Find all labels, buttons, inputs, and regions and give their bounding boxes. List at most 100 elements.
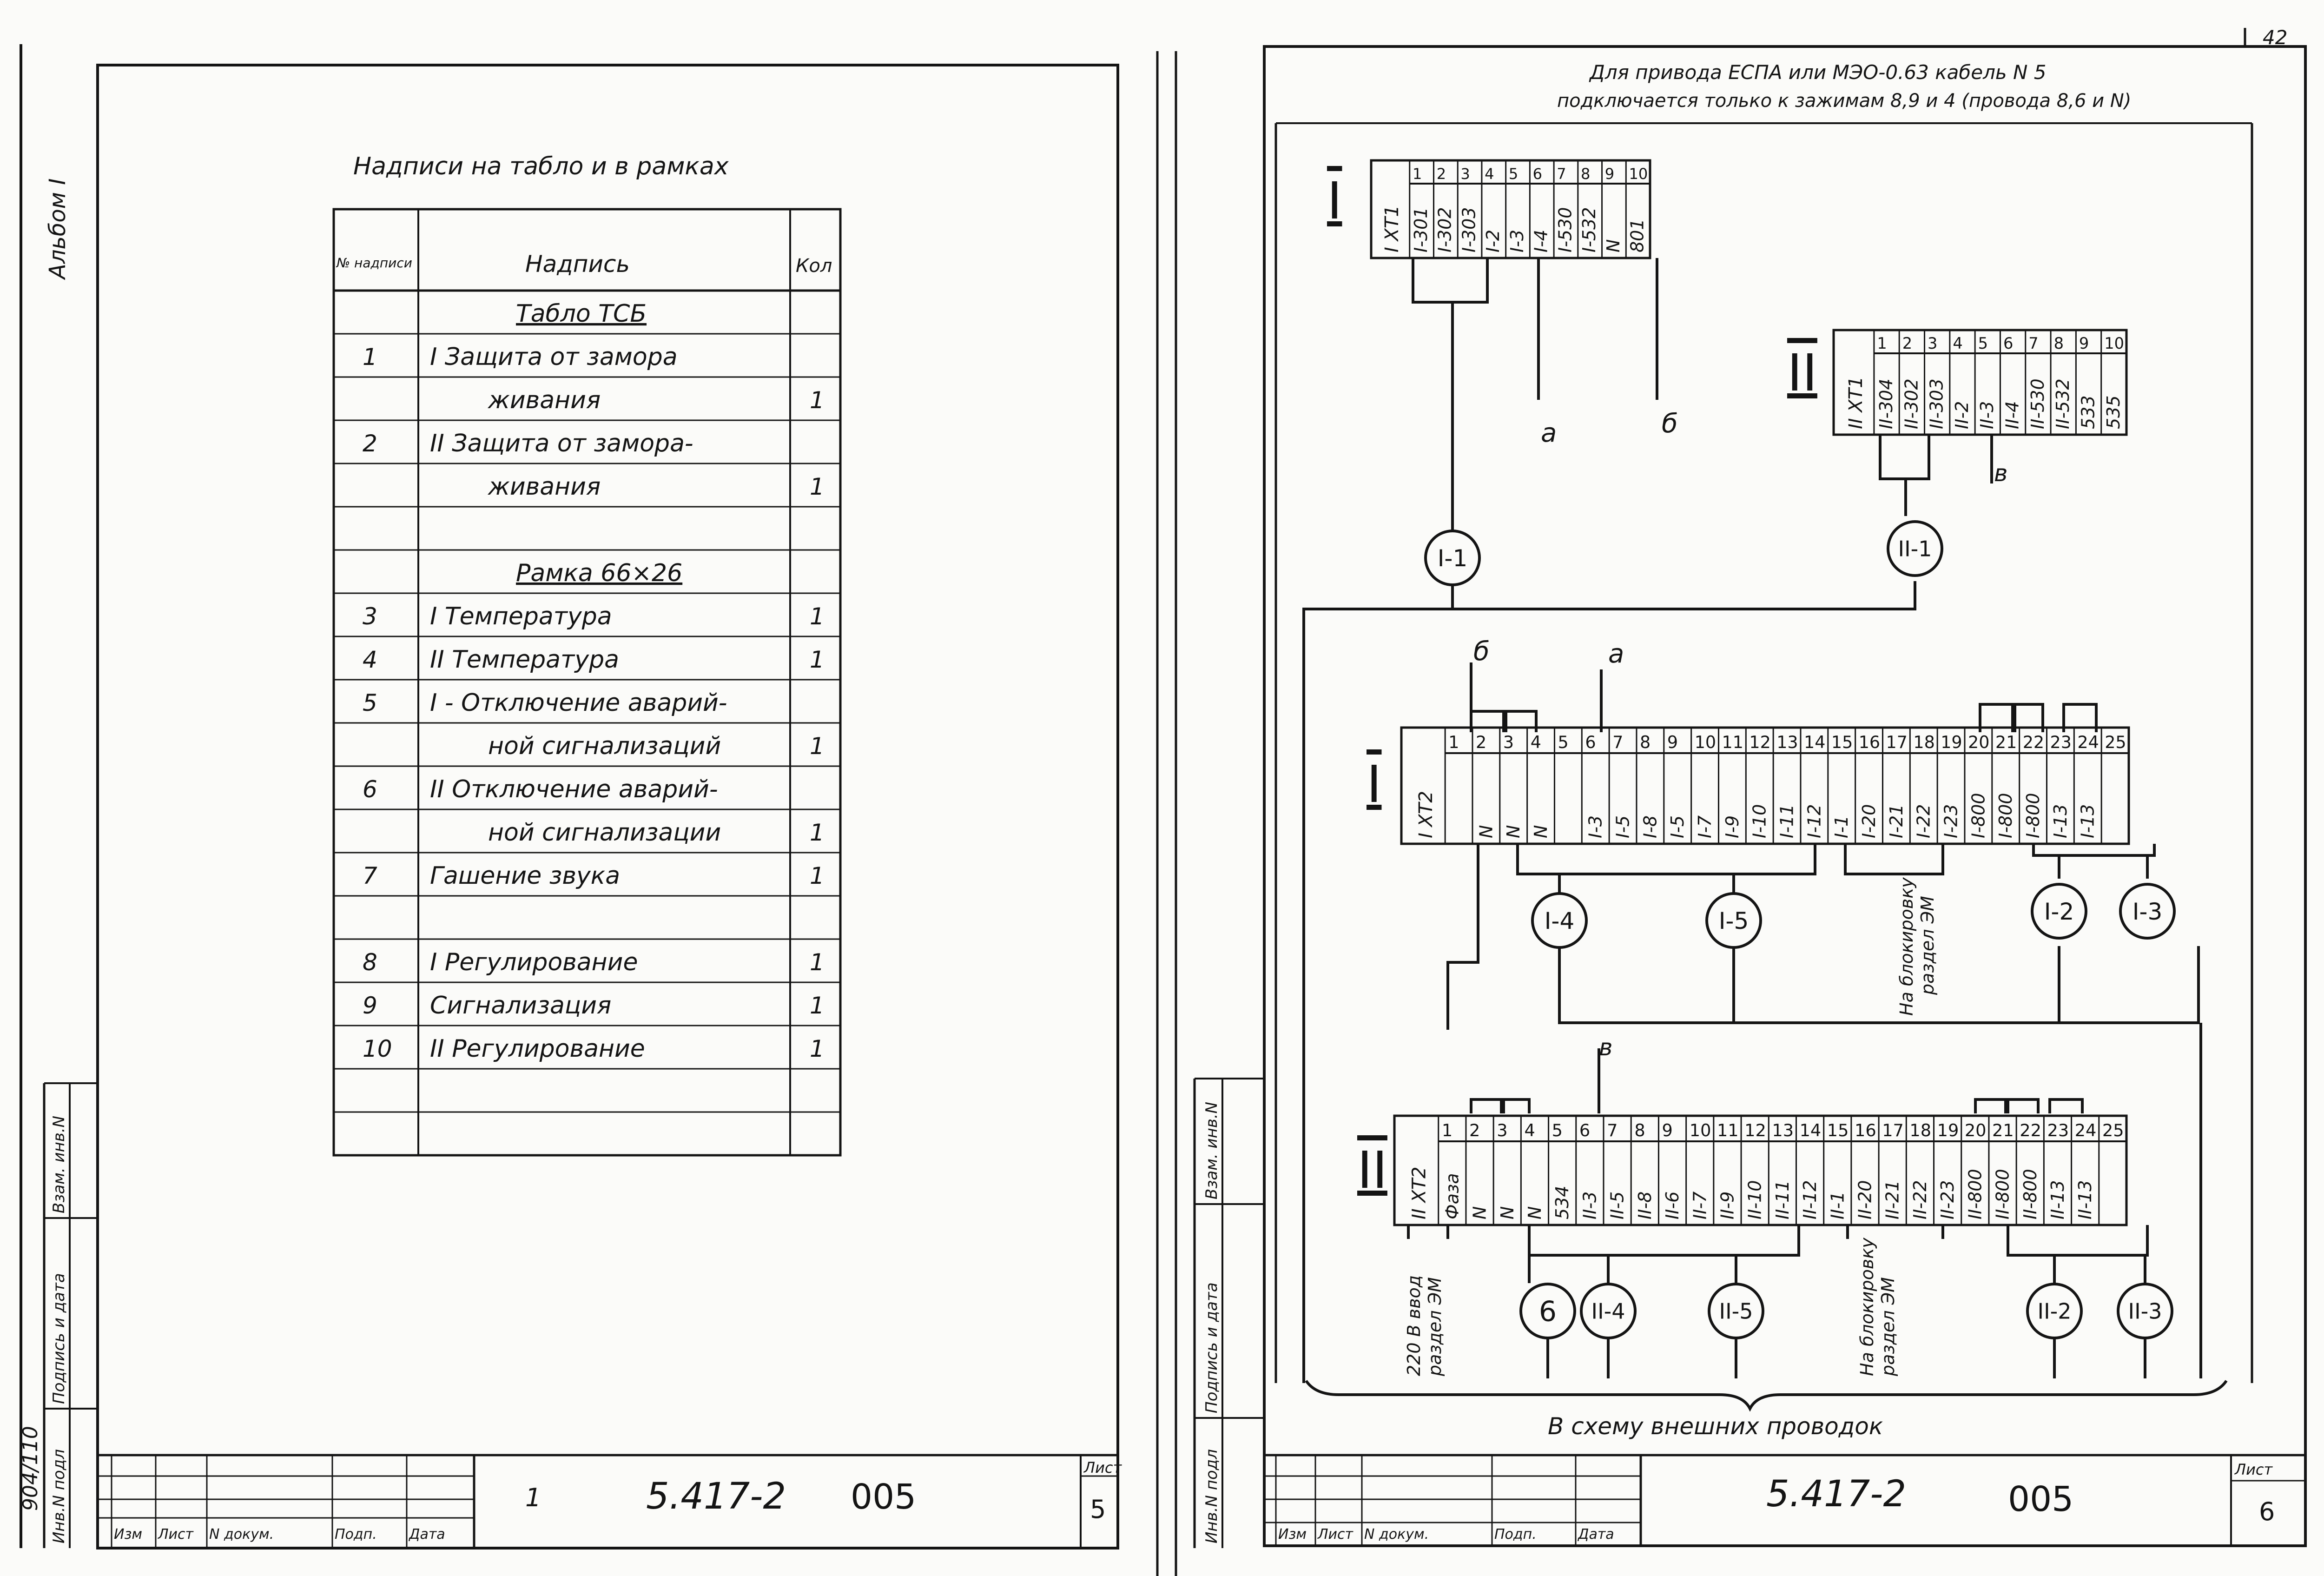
right-bottom-stamp: Изм Лист N докум. Подп. Дата 5.417-2 005… <box>1264 1454 2305 1546</box>
cable-marker-label: I-5 <box>1719 907 1749 934</box>
letter-v-lower: в <box>1599 1034 1612 1061</box>
terminal-label: I-303 <box>1459 207 1479 252</box>
header-number: № надписи <box>336 255 412 271</box>
terminal-label: N <box>1531 825 1551 838</box>
terminal-number: 6 <box>1579 1120 1590 1140</box>
terminal-label: I-10 <box>1750 804 1770 838</box>
note-block-em-upper-1: На блокировку <box>1896 877 1917 1016</box>
right-stamp-col-docnum: N докум. <box>1364 1526 1429 1543</box>
terminal-label: Фаза <box>1442 1173 1462 1220</box>
terminal-label: N <box>1525 1206 1545 1219</box>
terminal-number: 8 <box>2054 334 2064 352</box>
right-stamp-sheet-number: 6 <box>2259 1497 2275 1526</box>
cable-marker: 6 <box>1519 1283 1576 1339</box>
terminal-label: II-10 <box>1745 1180 1765 1219</box>
terminal-number: 2 <box>1469 1120 1480 1140</box>
cable-marker: II-5 <box>1708 1283 1764 1339</box>
note-block-em-upper-2: раздел ЭМ <box>1917 896 1938 995</box>
row-quantity: 1 <box>810 992 825 1019</box>
terminal-label: II-21 <box>1882 1180 1903 1219</box>
terminal-number: 1 <box>1877 334 1887 352</box>
row-inscription: II Защита от замора- <box>430 430 693 457</box>
row-number: 7 <box>363 862 377 889</box>
row-inscription: ной сигнализации <box>488 819 721 847</box>
terminal-label: II-23 <box>1937 1180 1958 1219</box>
letter-a-lower: а <box>1608 639 1624 669</box>
terminal-number: 20 <box>1968 732 1989 752</box>
terminal-label: II-532 <box>2053 378 2073 429</box>
right-sheet: 42 Для привода ЕСПА или МЭО-0.63 кабель … <box>1175 26 2307 1576</box>
terminal-label: I-302 <box>1435 207 1455 252</box>
row-number: 4 <box>363 646 377 673</box>
terminal-number: 24 <box>2077 732 2099 752</box>
left-title: Надписи на табло и в рамках <box>353 152 729 180</box>
left-stamp-col-date: Дата <box>408 1526 445 1543</box>
left-stamp-col-docnum: N докум. <box>209 1526 274 1543</box>
terminal-number: 18 <box>1913 732 1934 752</box>
terminal-number: 2 <box>1437 165 1446 183</box>
terminal-label: II-303 <box>1927 378 1947 429</box>
album-label: Альбом I <box>45 179 71 280</box>
row-quantity: 1 <box>810 1035 825 1062</box>
terminal-number: 7 <box>1612 732 1623 752</box>
terminal-number: 21 <box>1995 732 2017 752</box>
block-name: I XT2 <box>1415 791 1437 838</box>
terminal-label: N <box>1603 239 1624 252</box>
row-number: 1 <box>363 344 377 371</box>
right-stamp-doc-code: 5.417-2 <box>1766 1473 1906 1515</box>
terminal-label: I-800 <box>1968 793 1988 838</box>
left-stamp-sheet-number: 5 <box>1090 1495 1106 1524</box>
row-quantity: 1 <box>810 862 825 889</box>
terminal-number: 19 <box>1937 1120 1959 1140</box>
terminal-number: 8 <box>1634 1120 1645 1140</box>
side-inv-repl: Взам. инв.N <box>50 1116 68 1213</box>
terminal-number: 3 <box>1497 1120 1507 1140</box>
letter-v-upper: в <box>1994 460 2007 487</box>
terminal-label: II-800 <box>1965 1169 1985 1219</box>
header-inscription: Надпись <box>525 251 630 278</box>
cable-marker: II-2 <box>2026 1283 2083 1339</box>
terminal-number: 11 <box>1717 1120 1739 1140</box>
terminal-label: II-8 <box>1635 1192 1655 1219</box>
cable-marker: II-4 <box>1580 1283 1637 1339</box>
terminal-number: 11 <box>1722 732 1743 752</box>
terminal-number: 1 <box>1413 165 1422 183</box>
terminal-label: I-4 <box>1531 230 1552 252</box>
terminal-number: 6 <box>1533 165 1542 183</box>
terminal-number: 19 <box>1941 732 1962 752</box>
letter-a-upper: а <box>1541 418 1557 448</box>
terminal-number: 8 <box>1640 732 1651 752</box>
side-handwritten-number: 904/110 <box>19 1426 42 1511</box>
terminal-number: 5 <box>1978 334 1988 352</box>
header-quantity: Кол <box>796 255 832 277</box>
terminal-label: I-21 <box>1886 804 1907 838</box>
terminal-label: I-800 <box>1995 793 2016 838</box>
row-inscription: I Защита от замора <box>430 343 678 371</box>
terminal-number: 20 <box>1965 1120 1987 1140</box>
terminal-label: II-7 <box>1690 1192 1710 1219</box>
terminal-label: II-9 <box>1717 1192 1737 1219</box>
terminal-number: 2 <box>1902 334 1912 352</box>
terminal-label: II-530 <box>2027 378 2048 429</box>
side-sign-date: Подпись и дата <box>50 1273 68 1404</box>
row-inscription: II Регулирование <box>430 1035 645 1063</box>
terminal-label: I-5 <box>1667 815 1688 838</box>
cable-marker-label: II-2 <box>2038 1299 2072 1324</box>
left-sheet: Альбом I Взам. инв.N Подпись и дата Инв.… <box>19 44 1122 1550</box>
row-number: 9 <box>363 992 377 1019</box>
terminal-number: 4 <box>1524 1120 1535 1140</box>
terminal-label: I-7 <box>1695 815 1715 838</box>
cable-marker: II-1 <box>1887 520 1943 577</box>
terminal-number: 21 <box>1992 1120 2014 1140</box>
terminal-number: 22 <box>2023 732 2044 752</box>
cable-marker-label: I-2 <box>2044 898 2074 925</box>
terminal-label: II-304 <box>1876 378 1896 429</box>
terminal-label: II-1 <box>1827 1192 1848 1219</box>
terminal-label: II-12 <box>1800 1180 1820 1219</box>
terminal-number: 14 <box>1804 732 1825 752</box>
note-line-2: подключается только к зажимам 8,9 и 4 (п… <box>1557 90 2131 112</box>
